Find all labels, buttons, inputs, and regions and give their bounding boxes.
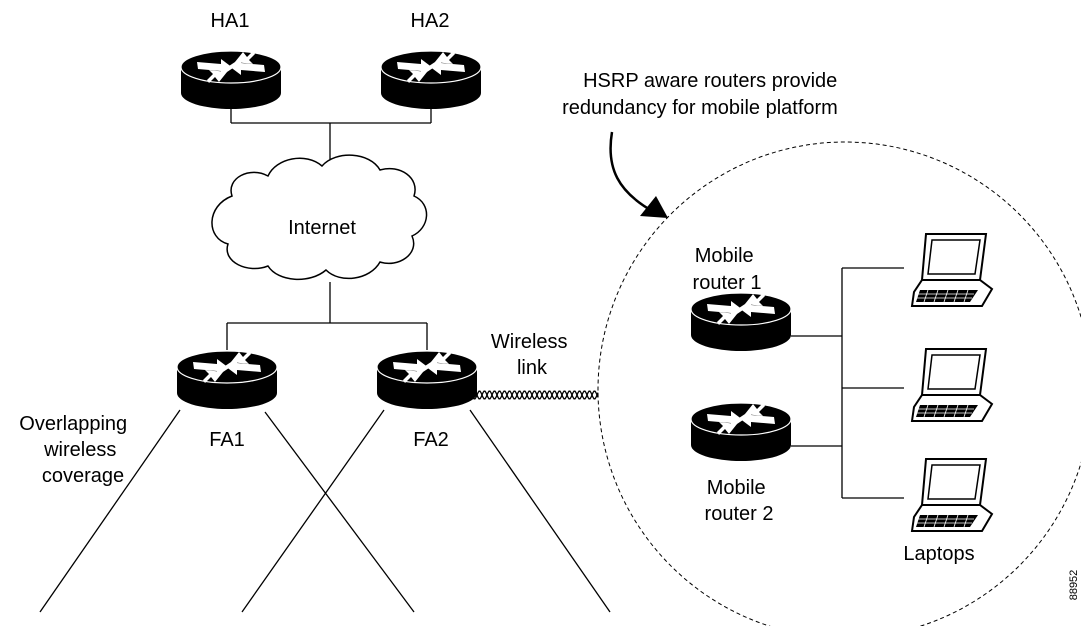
router-ha2[interactable] [380,50,482,110]
laptop-1[interactable] [911,233,993,307]
label-ha2: HA2 [411,10,450,32]
label-fa1: FA1 [209,429,245,451]
coverage-label: Overlapping wireless coverage [19,413,132,487]
callout-arrow [609,131,668,218]
router-fa1[interactable] [176,350,278,410]
hsrp-callout: HSRP aware routers provide redundancy fo… [562,70,843,119]
coverage-lines [39,409,611,613]
fa-link-lines [226,282,428,350]
internet-cloud [211,154,428,281]
router-mobile-2[interactable] [690,402,792,462]
router-fa2[interactable] [376,350,478,410]
label-mobile-router-1: Mobile router 1 [693,245,762,294]
router-mobile-1[interactable] [690,292,792,352]
figure-id: 88952 [1068,570,1080,601]
wireless-link-signal [471,390,599,400]
laptops-label: Laptops [903,543,974,565]
laptop-2[interactable] [911,348,993,422]
laptop-3[interactable] [911,458,993,532]
wireless-link-label: Wireless link [491,331,573,379]
mobile-platform-boundary [597,141,1081,626]
label-ha1: HA1 [211,10,250,32]
router-ha1[interactable] [180,50,282,110]
label-fa2: FA2 [413,429,449,451]
mobile-lan-lines [791,267,904,499]
label-mobile-router-2: Mobile router 2 [705,477,774,525]
cloud-label: Internet [288,217,356,239]
